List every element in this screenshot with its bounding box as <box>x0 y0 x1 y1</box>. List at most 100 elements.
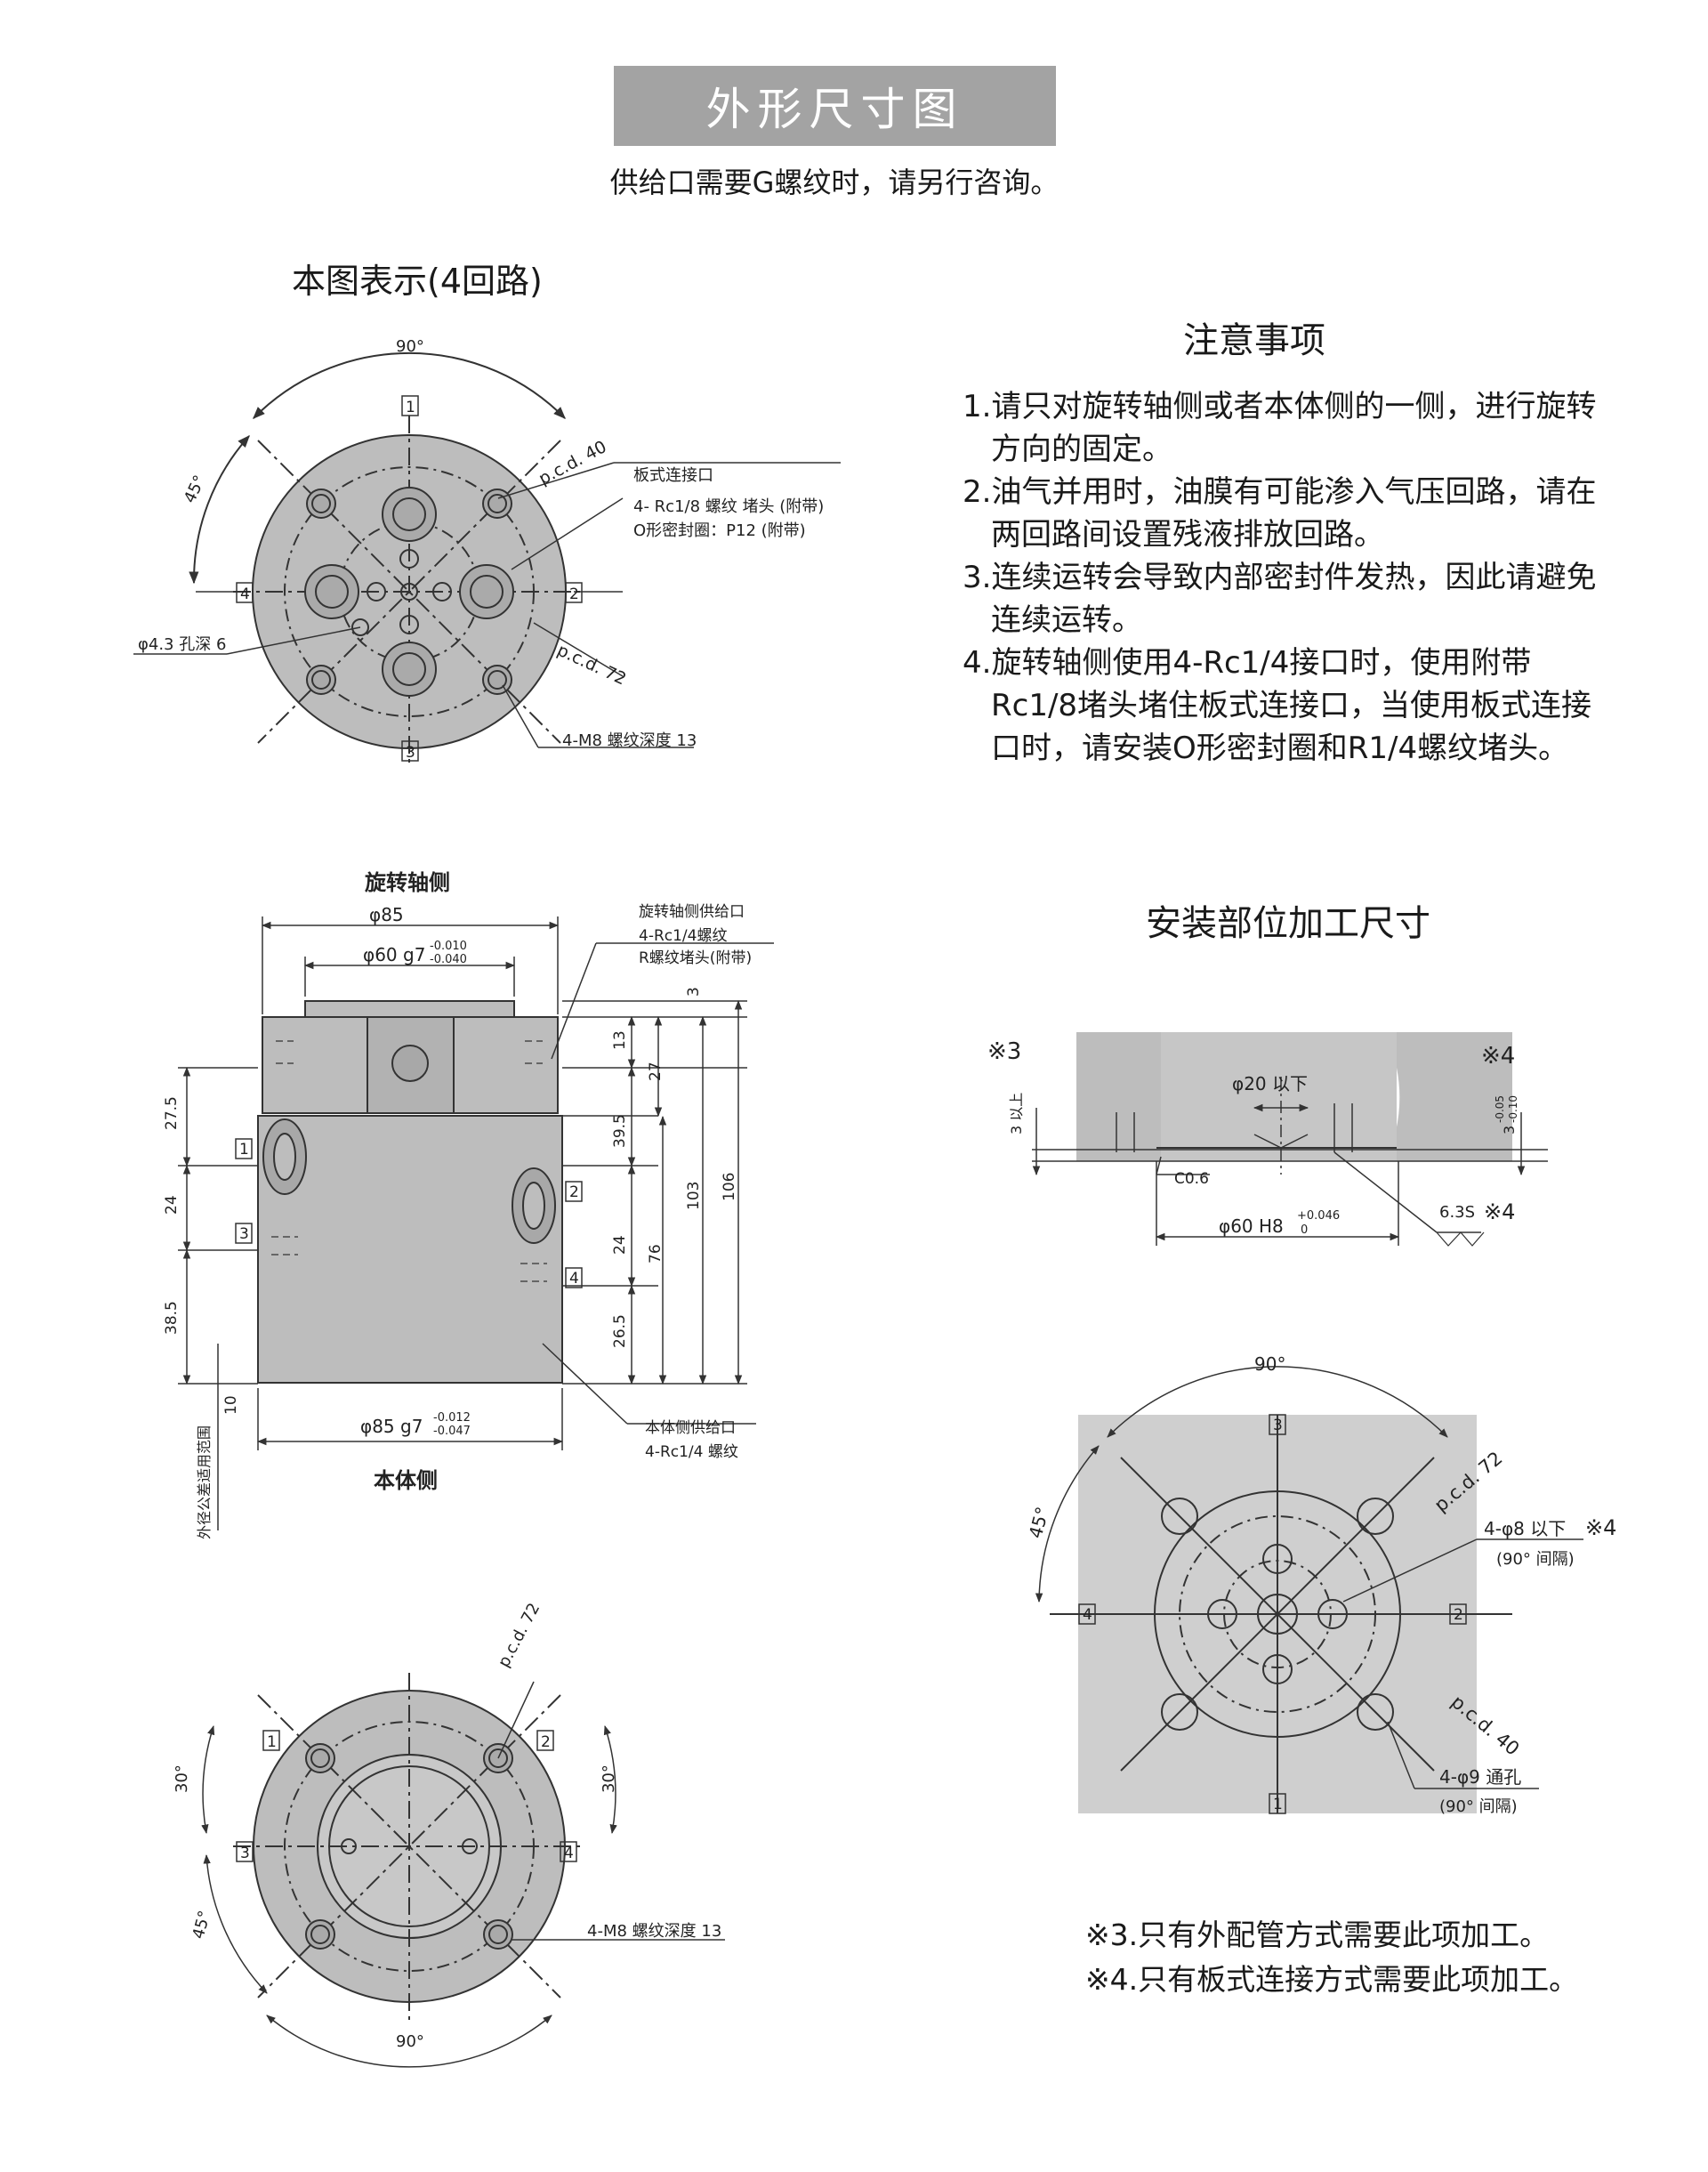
side-dim-39-5: 39.5 <box>611 1114 629 1148</box>
footnote-4: ※4.只有板式连接方式需要此项加工。 <box>1085 1962 1579 1997</box>
plate-holes-big-spacing: (90° 间隔) <box>1439 1797 1518 1816</box>
install-roughness-ref: ※4 <box>1484 1199 1515 1224</box>
page-subtitle: 供给口需要G螺纹时，请另行咨询。 <box>609 166 1059 199</box>
side-supply-top-2: 4-Rc1/4螺纹 <box>639 927 727 945</box>
top-view-drawing <box>133 351 841 768</box>
install-depth-tol-up: -0.05 <box>1494 1095 1506 1123</box>
install-depth-tol: 3 <box>1501 1126 1518 1134</box>
top-angle-90: 90° <box>396 337 424 356</box>
side-dim-103: 103 <box>685 1182 703 1210</box>
bottom-angle-30-left: 30° <box>173 1764 191 1793</box>
top-mark-4: 4 <box>240 585 250 603</box>
page-title: 外形尺寸图 <box>705 84 964 135</box>
install-d20: φ20 以下 <box>1232 1073 1308 1094</box>
top-mark-3: 3 <box>406 744 415 762</box>
top-mark-2: 2 <box>569 585 579 603</box>
bottom-thread-note: 4-M8 螺纹深度 13 <box>587 1922 721 1941</box>
side-dim-13: 13 <box>611 1030 629 1050</box>
side-d85b: φ85 g7 <box>360 1416 423 1437</box>
plate-mark-1: 1 <box>1273 1796 1283 1813</box>
install-roughness: 6.3S <box>1439 1203 1475 1222</box>
side-supply-top-3: R螺纹堵头(附带) <box>639 949 752 967</box>
side-d85b-tol-up: -0.012 <box>433 1411 471 1425</box>
side-dim-27: 27 <box>647 1062 665 1081</box>
top-port-note-3: O形密封圈：P12 (附带) <box>633 521 806 540</box>
side-dim-76: 76 <box>647 1244 665 1264</box>
side-supply-bot-2: 4-Rc1/4 螺纹 <box>645 1443 738 1461</box>
install-d60-tol-up: +0.046 <box>1297 1209 1340 1223</box>
side-dim-10: 10 <box>222 1395 240 1415</box>
plate-holes-big: 4-φ9 通孔 <box>1439 1766 1521 1788</box>
bottom-angle-90: 90° <box>396 2032 424 2051</box>
footnote-3: ※3.只有外配管方式需要此项加工。 <box>1085 1918 1550 1952</box>
side-view-labels: 旋转轴侧 φ85 φ60 g7 -0.010 -0.040 旋转轴侧供给口 4-… <box>163 870 752 1539</box>
side-mark-3: 3 <box>239 1225 249 1243</box>
footnotes: ※3.只有外配管方式需要此项加工。 ※4.只有板式连接方式需要此项加工。 <box>1085 1913 1578 2002</box>
side-dim-24-right: 24 <box>611 1235 629 1255</box>
plate-angle-90: 90° <box>1254 1353 1285 1375</box>
side-supply-top-1: 旋转轴侧供给口 <box>639 903 745 921</box>
side-mark-2: 2 <box>569 1183 579 1201</box>
side-dim-24-left: 24 <box>163 1195 181 1215</box>
bottom-view-drawing <box>201 1673 725 2068</box>
install-section-drawing <box>1032 1032 1548 1247</box>
side-mark-4: 4 <box>569 1270 579 1288</box>
side-range-note: 外径公差适用范围 <box>196 1425 213 1539</box>
install-ref-3: ※3 <box>987 1038 1021 1065</box>
side-d60: φ60 g7 <box>363 944 425 965</box>
install-section-labels: ※3 ※4 φ20 以下 3 以上 3 -0.05 -0.10 C0.6 φ60… <box>987 1038 1519 1237</box>
bottom-mark-4: 4 <box>564 1845 574 1862</box>
install-d60: φ60 H8 <box>1219 1215 1284 1237</box>
top-pcd-40: p.c.d. 40 <box>536 437 610 488</box>
side-dim-3: 3 <box>685 987 703 997</box>
plate-mark-2: 2 <box>1454 1606 1463 1624</box>
side-d85: φ85 <box>369 904 404 925</box>
plate-holes-small-ref: ※4 <box>1585 1515 1616 1540</box>
install-d60-tol-lo: 0 <box>1301 1223 1308 1237</box>
top-port-note-2: 4- Rc1/8 螺纹 堵头 (附带) <box>633 497 824 516</box>
top-port-note-1: 板式连接口 <box>633 466 713 485</box>
top-thread-note: 4-M8 螺纹深度 13 <box>562 731 697 750</box>
side-dim-27-5: 27.5 <box>163 1096 181 1130</box>
side-dim-26-5: 26.5 <box>611 1314 629 1348</box>
top-mark-1: 1 <box>406 399 415 416</box>
note-item: 2.油气并用时，油膜有可能渗入气压回路，请在两回路间设置残液排放回路。 <box>963 474 1597 553</box>
notes-heading: 注意事项 <box>1183 320 1325 361</box>
install-heading: 安装部位加工尺寸 <box>1146 903 1430 944</box>
top-view-caption: 本图表示(4回路) <box>292 262 543 301</box>
side-supply-bot-1: 本体侧供给口 <box>645 1419 736 1437</box>
plate-holes-small-spacing: (90° 间隔) <box>1496 1550 1575 1569</box>
side-d60-tol-up: -0.010 <box>430 940 467 953</box>
header-banner: 外形尺寸图 <box>614 66 1056 146</box>
note-item: 1.请只对旋转轴侧或者本体侧的一侧，进行旋转方向的固定。 <box>963 389 1597 467</box>
notes-list: 1.请只对旋转轴侧或者本体侧的一侧，进行旋转方向的固定。 2.油气并用时，油膜有… <box>963 385 1603 770</box>
top-pcd-72: p.c.d. 72 <box>554 641 629 690</box>
bottom-mark-1: 1 <box>267 1733 277 1751</box>
side-dim-38-5: 38.5 <box>163 1301 181 1335</box>
bottom-angle-45: 45° <box>189 1909 215 1941</box>
side-top-label: 旋转轴侧 <box>364 870 450 895</box>
install-plate-drawing <box>1035 1366 1583 1813</box>
side-view-drawing <box>178 916 774 1530</box>
install-chamfer: C0.6 <box>1174 1170 1209 1188</box>
side-mark-1: 1 <box>239 1141 249 1159</box>
bottom-angle-30-right: 30° <box>600 1764 618 1793</box>
top-angle-45: 45° <box>181 472 210 506</box>
bottom-mark-3: 3 <box>240 1845 250 1862</box>
install-depth-tol-lo: -0.10 <box>1507 1095 1519 1123</box>
note-item: 3.连续运转会导致内部密封件发热，因此请避免连续运转。 <box>963 560 1597 638</box>
plate-mark-4: 4 <box>1083 1606 1092 1624</box>
bottom-pcd-72: p.c.d. 72 <box>495 1600 544 1670</box>
side-d85b-tol-lo: -0.047 <box>433 1425 471 1438</box>
bottom-mark-2: 2 <box>541 1733 551 1751</box>
side-dim-106: 106 <box>721 1173 738 1201</box>
top-hole-note: φ4.3 孔深 6 <box>138 635 226 654</box>
install-depth-min: 3 以上 <box>1008 1093 1025 1134</box>
note-item: 4.旋转轴侧使用4-Rc1/4接口时，使用附带Rc1/8堵头堵住板式连接口，当使… <box>963 645 1592 766</box>
plate-holes-small: 4-φ8 以下 <box>1484 1518 1566 1539</box>
install-ref-4: ※4 <box>1481 1043 1515 1070</box>
plate-mark-3: 3 <box>1273 1417 1283 1434</box>
side-bottom-label: 本体侧 <box>374 1468 438 1493</box>
side-d60-tol-lo: -0.040 <box>430 953 467 966</box>
